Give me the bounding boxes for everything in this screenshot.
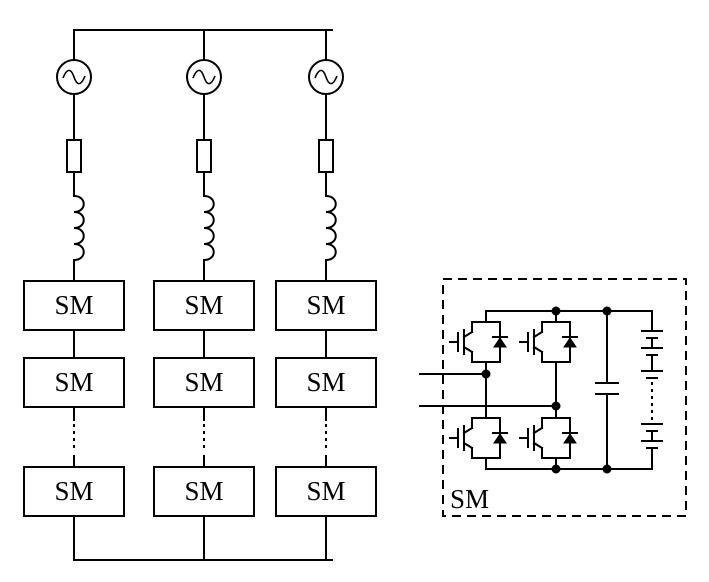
junction-dot bbox=[551, 464, 561, 474]
detail-label: SM bbox=[450, 484, 489, 514]
submodule-label: SM bbox=[184, 367, 223, 397]
submodule-label: SM bbox=[54, 290, 93, 320]
battery-icon bbox=[641, 310, 663, 470]
submodule-label: SM bbox=[54, 367, 93, 397]
switch-group bbox=[449, 321, 578, 459]
submodule-box bbox=[153, 280, 255, 331]
submodule-label: SM bbox=[54, 476, 93, 506]
resistor-icon bbox=[318, 139, 334, 173]
ac-source-icon bbox=[308, 59, 344, 95]
inductor-icon bbox=[202, 194, 215, 262]
submodule-box bbox=[275, 466, 377, 517]
submodule-box bbox=[23, 357, 125, 408]
submodule-label: SM bbox=[184, 476, 223, 506]
junction-dot bbox=[551, 306, 561, 316]
igbt-diode-icon bbox=[519, 321, 578, 363]
submodule-box bbox=[275, 357, 377, 408]
submodule-label: SM bbox=[184, 290, 223, 320]
resistor-icon bbox=[66, 139, 82, 173]
detail-dashed-border bbox=[442, 278, 687, 517]
igbt-diode-icon bbox=[519, 417, 578, 459]
submodule-label: SM bbox=[306, 476, 345, 506]
inductor-icon bbox=[72, 194, 85, 262]
submodule-box bbox=[153, 357, 255, 408]
junction-dot bbox=[602, 306, 612, 316]
submodule-box bbox=[23, 466, 125, 517]
junction-dot bbox=[481, 369, 491, 379]
submodule-detail: SM bbox=[419, 278, 687, 517]
inductor-icon bbox=[324, 194, 337, 262]
junction-dot bbox=[551, 401, 561, 411]
igbt-diode-icon bbox=[449, 417, 508, 459]
submodule-box bbox=[23, 280, 125, 331]
submodule-label: SM bbox=[306, 290, 345, 320]
converter-legs: SM SM SM SM SM bbox=[23, 29, 377, 561]
submodule-label: SM bbox=[306, 367, 345, 397]
igbt-diode-icon bbox=[449, 321, 508, 363]
ac-source-icon bbox=[186, 59, 222, 95]
resistor-icon bbox=[196, 139, 212, 173]
junction-dot bbox=[602, 464, 612, 474]
leg-b: SM SM SM bbox=[153, 29, 255, 561]
leg-a: SM SM SM bbox=[23, 29, 125, 561]
ac-source-icon bbox=[56, 59, 92, 95]
leg-c: SM SM SM bbox=[275, 29, 377, 561]
